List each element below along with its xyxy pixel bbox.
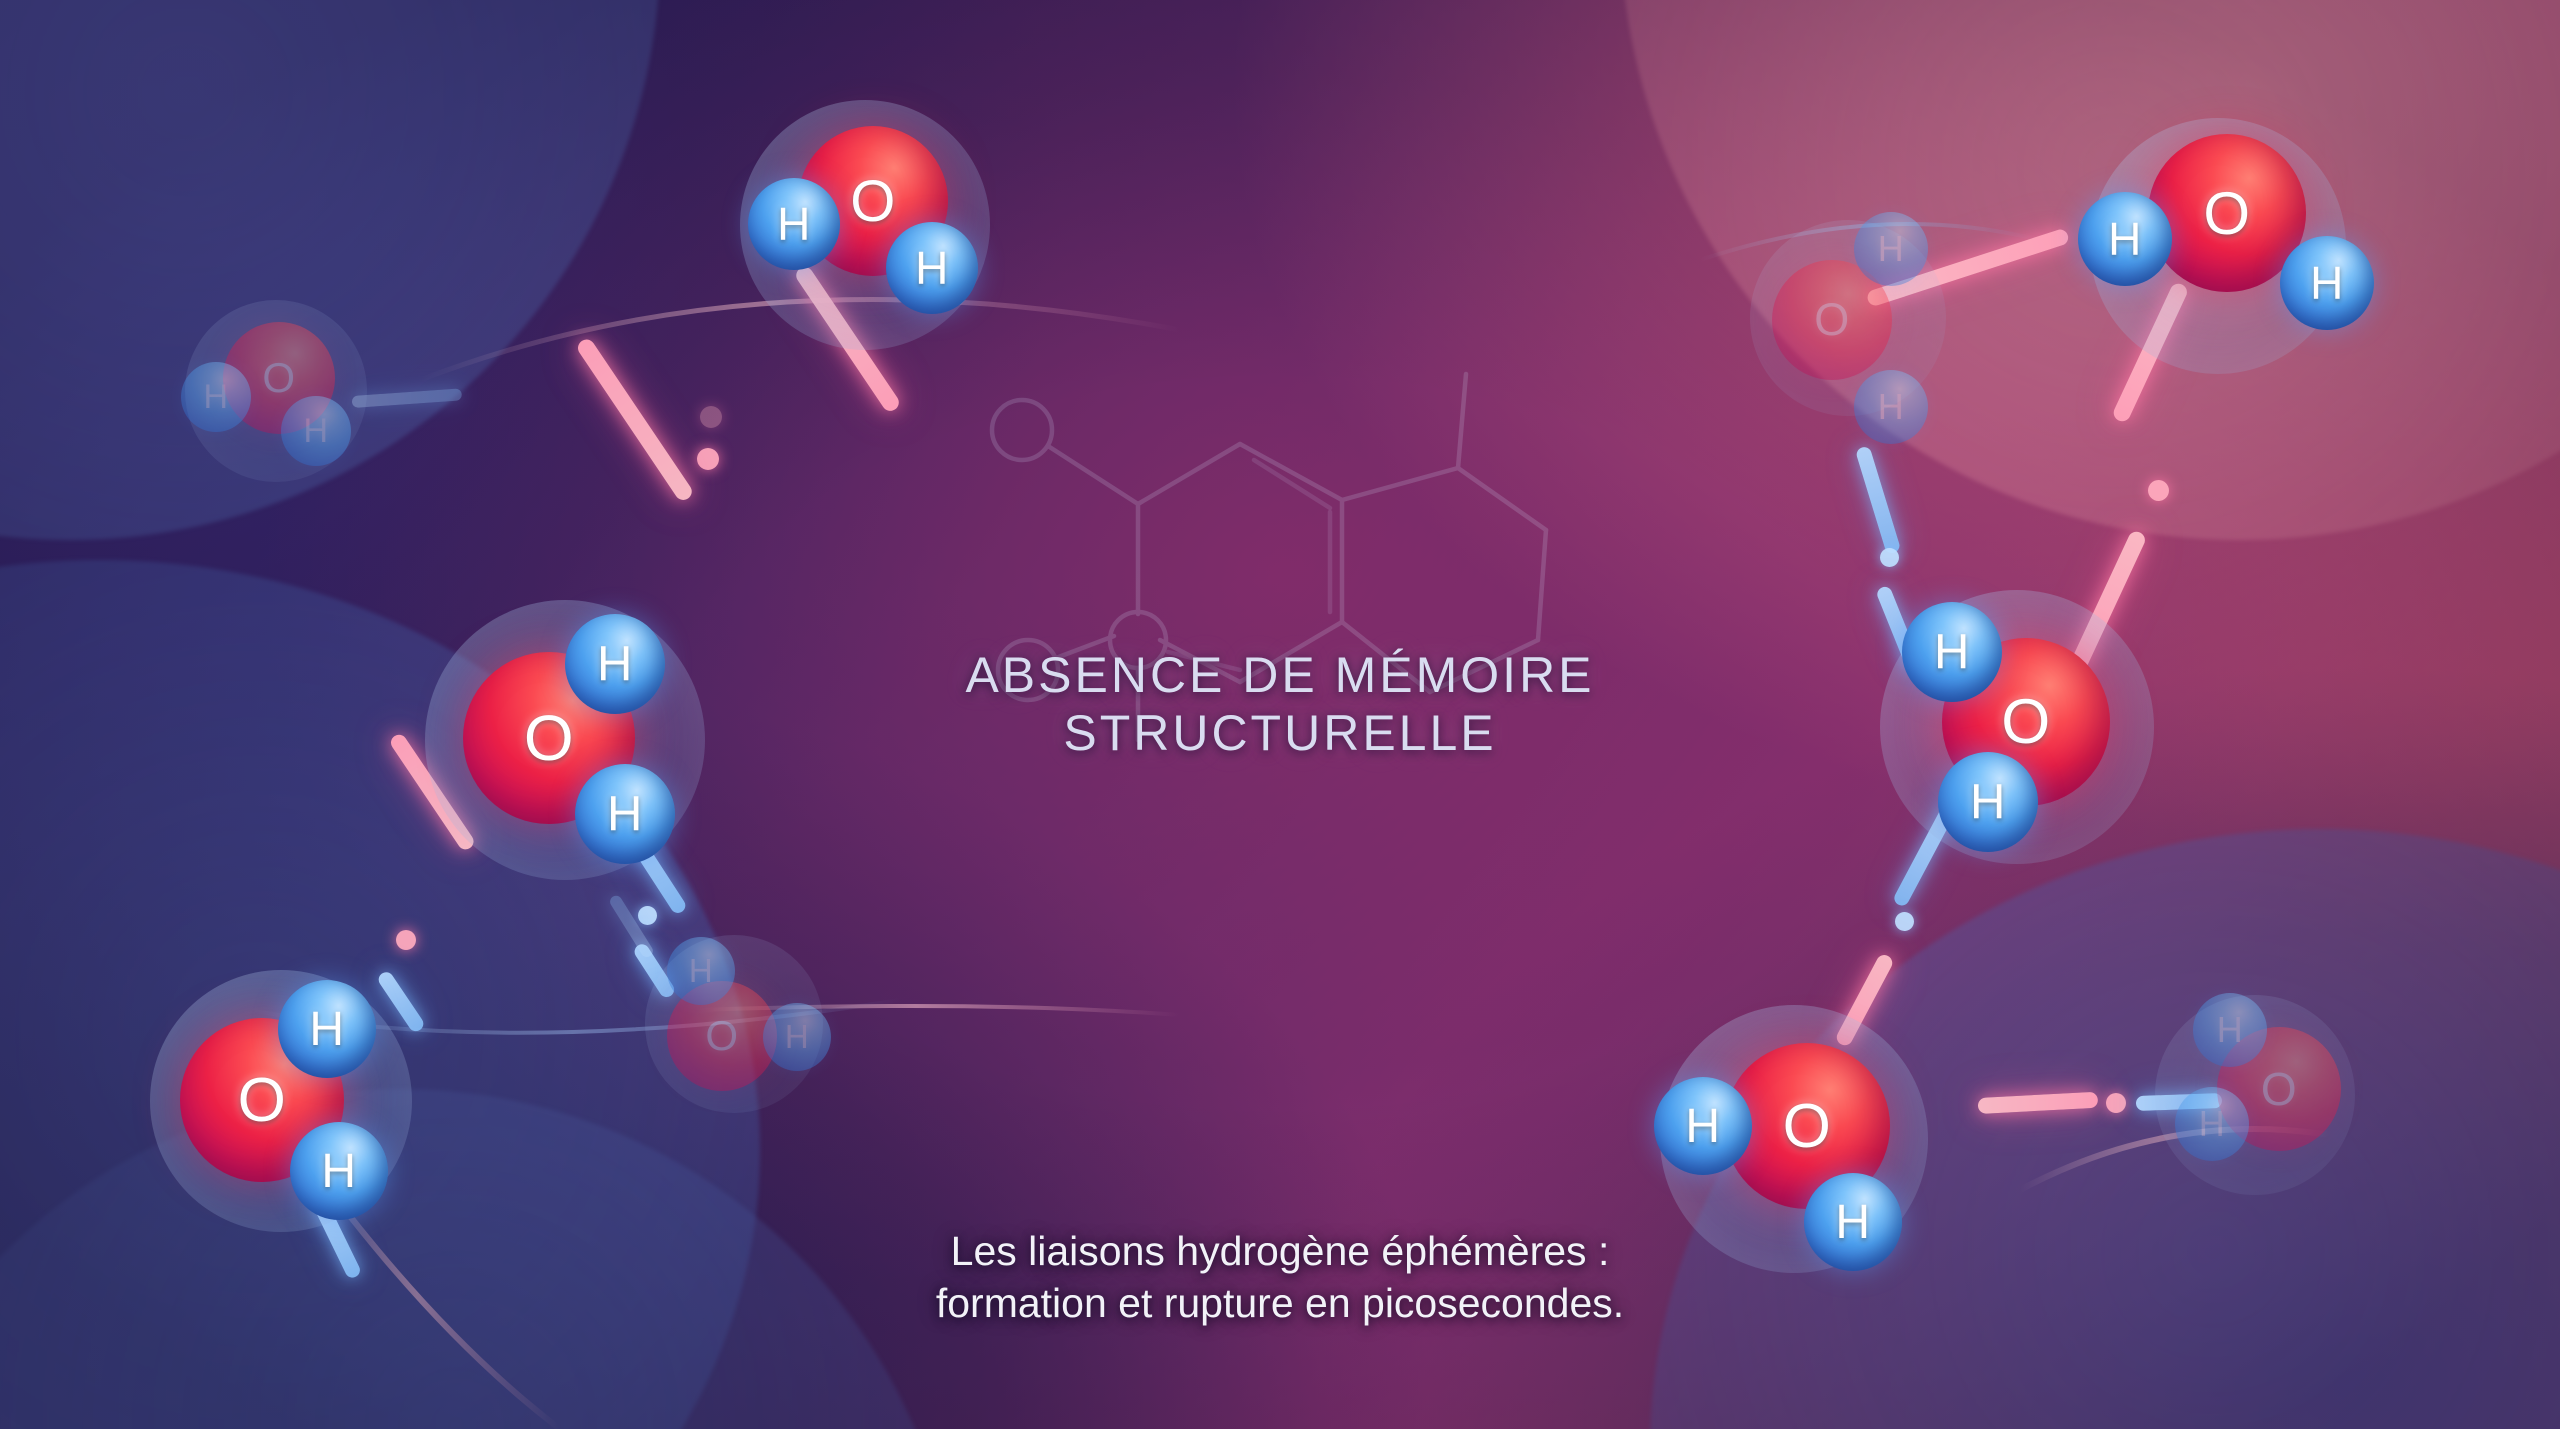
hydrogen-bond-b1-dot <box>697 448 719 470</box>
hydrogen-label: H <box>2198 1103 2226 1144</box>
hydrogen-atom-1: H <box>2078 192 2172 286</box>
hydrogen-label: H <box>1685 1099 1721 1153</box>
hydrogen-atom-2: H <box>2280 236 2374 330</box>
hydrogen-label: H <box>309 1002 345 1056</box>
hydrogen-bond-b7-dot <box>2148 480 2169 501</box>
oxygen-atom: O <box>2148 134 2306 292</box>
oxygen-label: O <box>2203 179 2251 247</box>
hydrogen-label: H <box>2216 1009 2244 1050</box>
molecule-halo <box>645 935 823 1113</box>
oxygen-label: O <box>1814 294 1850 345</box>
hydrogen-label: H <box>1970 775 2006 829</box>
hydrogen-atom-1: H <box>181 362 251 432</box>
hydrogen-atom-1: H <box>1902 602 2002 702</box>
bond-b6-dot <box>1880 548 1899 567</box>
hydrogen-atom-2: H <box>763 1003 831 1071</box>
hydrogen-atom-1: H <box>667 937 735 1005</box>
hydrogen-atom-1: H <box>1654 1077 1752 1175</box>
hydrogen-label: H <box>915 242 949 294</box>
hydrogen-atom-2: H <box>1938 752 2038 852</box>
oxygen-label: O <box>262 354 296 401</box>
hydrogen-atom-2: H <box>886 222 978 314</box>
hydrogen-label: H <box>203 377 229 416</box>
hydrogen-bond-b1-dot-faint <box>700 406 722 428</box>
oxygen-label: O <box>705 1012 739 1059</box>
hydrogen-label: H <box>321 1144 357 1198</box>
bond-b3-dot <box>638 906 657 925</box>
hydrogen-atom-1: H <box>2193 993 2267 1067</box>
hydrogen-atom-1: H <box>1854 212 1928 286</box>
hydrogen-label: H <box>303 411 329 450</box>
oxygen-atom: O <box>2217 1027 2341 1151</box>
molecule-halo <box>2155 995 2355 1195</box>
hydrogen-label: H <box>1877 386 1905 427</box>
hydrogen-atom-2: H <box>1854 370 1928 444</box>
hydrogen-atom-2: H <box>575 764 675 864</box>
molecule-halo <box>1750 220 1946 416</box>
hydrogen-label: H <box>607 787 643 841</box>
hydrogen-label: H <box>784 1018 810 1055</box>
oxygen-label: O <box>1782 1091 1832 1161</box>
hydrogen-bond-b2-dot <box>396 930 416 950</box>
oxygen-atom: O <box>223 322 335 434</box>
oxygen-label: O <box>237 1065 287 1135</box>
hydrogen-atom-1: H <box>278 980 376 1078</box>
molecular-skeleton-watermark <box>989 371 1549 743</box>
oxygen-label: O <box>523 702 575 774</box>
hydrogen-atom-2: H <box>1804 1173 1902 1271</box>
hydrogen-label: H <box>597 637 633 691</box>
molecule-halo <box>185 300 367 482</box>
hydrogen-atom-1: H <box>748 178 840 270</box>
hydrogen-bond-b9-dot <box>2106 1093 2126 1113</box>
hydrogen-atom-1: H <box>565 614 665 714</box>
oxygen-label: O <box>850 168 896 234</box>
hydrogen-label: H <box>1934 625 1970 679</box>
bond-b8-dot <box>1895 912 1914 931</box>
hydrogen-label: H <box>1835 1195 1871 1249</box>
hydrogen-label: H <box>2108 213 2142 265</box>
hydrogen-label: H <box>2310 257 2344 309</box>
hydrogen-label: H <box>777 198 811 250</box>
hydrogen-atom-2: H <box>290 1122 388 1220</box>
hydrogen-label: H <box>688 952 714 989</box>
hydrogen-label: H <box>1877 228 1905 269</box>
oxygen-label: O <box>2260 1063 2298 1115</box>
hydrogen-atom-2: H <box>281 396 351 466</box>
oxygen-atom: O <box>667 981 777 1091</box>
hydrogen-atom-2: H <box>2175 1087 2249 1161</box>
oxygen-atom: O <box>1772 260 1892 380</box>
oxygen-label: O <box>2001 687 2051 757</box>
